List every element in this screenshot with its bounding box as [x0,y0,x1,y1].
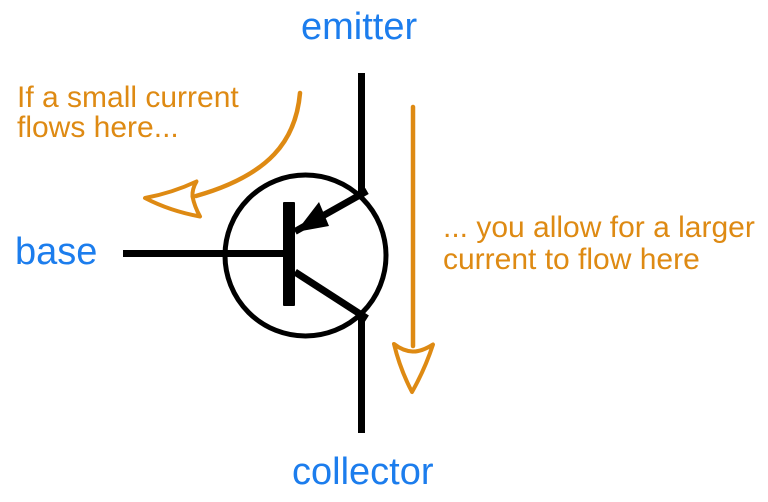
small-current-arrowhead-icon [143,179,202,219]
collector-diagonal [293,269,369,322]
small-current-annotation: If a small current flows here... [17,81,239,144]
base-label: base [15,231,98,273]
collector-label: collector [292,451,434,493]
emitter-label: emitter [301,6,418,48]
large-current-arrowhead-icon [392,342,435,394]
base-bar [283,202,295,306]
small-current-arrow-shaft [193,90,303,199]
large-current-annotation: ... you allow for a larger current to fl… [443,211,755,276]
pnp-emitter-arrowhead-icon [296,202,329,232]
